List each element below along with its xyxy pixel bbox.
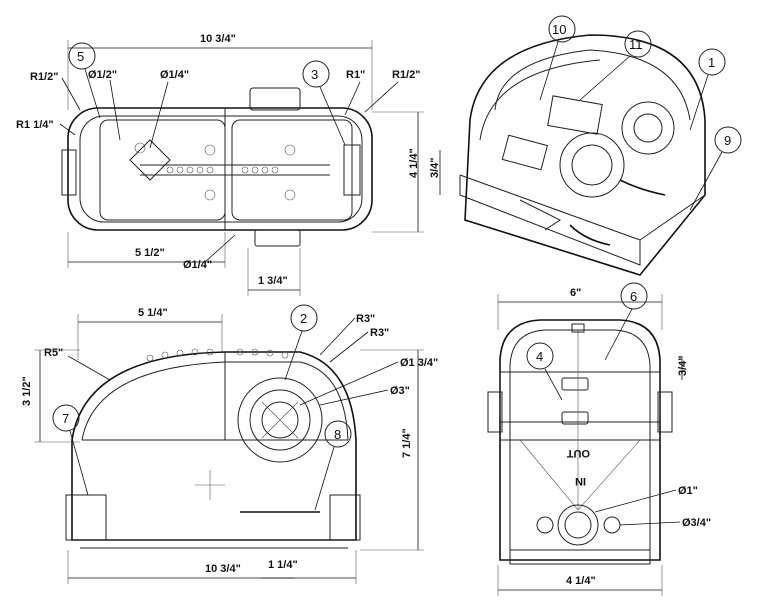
callout-7: 7 xyxy=(62,411,69,426)
callout-11: 11 xyxy=(629,37,643,52)
dim-side-length-5-1-4: 5 1/4" xyxy=(138,307,168,319)
callout-1: 1 xyxy=(708,55,715,70)
dim-top-width-4-1-4: 4 1/4" xyxy=(408,148,420,178)
top-view: 10 3/4" R1/2" Ø1/2" Ø1/4" R1 1/4" xyxy=(16,33,441,296)
isometric-view: 10 11 1 9 xyxy=(459,15,742,276)
dim-side-length-10-3-4: 10 3/4" xyxy=(205,563,241,575)
callout-10: 10 xyxy=(552,22,566,37)
dim-top-overall-length: 10 3/4" xyxy=(200,33,236,45)
label-out: OUT xyxy=(567,447,591,459)
dim-side-r-3-a: R3" xyxy=(356,313,375,325)
dim-side-height-3-1-2: 3 1/2" xyxy=(21,376,33,406)
callout-2: 2 xyxy=(300,311,307,326)
dim-side-r-5: R5" xyxy=(44,347,63,359)
dim-side-r-3-b: R3" xyxy=(370,327,389,339)
dim-front-height-3-4: 3/4" xyxy=(677,355,689,376)
dim-top-dia-quarter-bottom: Ø1/4" xyxy=(183,259,212,271)
dim-side-height-7-1-4: 7 1/4" xyxy=(401,428,413,458)
callout-9: 9 xyxy=(724,133,731,148)
side-view: 5 1/4" R5" 3 1/2" R3" R3" xyxy=(21,304,438,584)
front-view: 6" OUT IN 3/4" Ø1" Ø3/4" 4 1/4" 6 xyxy=(487,282,711,596)
callout-6: 6 xyxy=(630,289,637,304)
dim-front-width-4-1-4: 4 1/4" xyxy=(566,575,596,587)
dim-side-dia-3: Ø3" xyxy=(390,385,410,397)
dim-top-r-1-quarter: R1 1/4" xyxy=(16,119,54,131)
dim-top-dia-quarter: Ø1/4" xyxy=(160,69,189,81)
callout-4: 4 xyxy=(536,349,543,364)
dim-top-width-3-4: 3/4" xyxy=(429,157,441,178)
dim-top-r-1: R1" xyxy=(346,69,365,81)
dim-top-length-5-1-2: 5 1/2" xyxy=(135,247,165,259)
dim-top-r-half-right: R1/2" xyxy=(392,69,420,81)
dim-top-dia-half: Ø1/2" xyxy=(88,69,117,81)
dim-top-r-half: R1/2" xyxy=(30,71,58,83)
dim-front-dia-1: Ø1" xyxy=(678,485,698,497)
dim-side-length-1-1-4: 1 1/4" xyxy=(268,559,298,571)
dim-top-length-1-3-4: 1 3/4" xyxy=(258,275,288,287)
dim-side-dia-1-3-4: Ø1 3/4" xyxy=(400,357,438,369)
callout-8: 8 xyxy=(334,427,341,442)
callout-3: 3 xyxy=(311,67,318,82)
callout-5: 5 xyxy=(77,49,84,64)
dim-front-dia-3-4: Ø3/4" xyxy=(682,517,711,529)
label-in: IN xyxy=(575,475,586,487)
dim-front-width-6: 6" xyxy=(570,287,581,299)
